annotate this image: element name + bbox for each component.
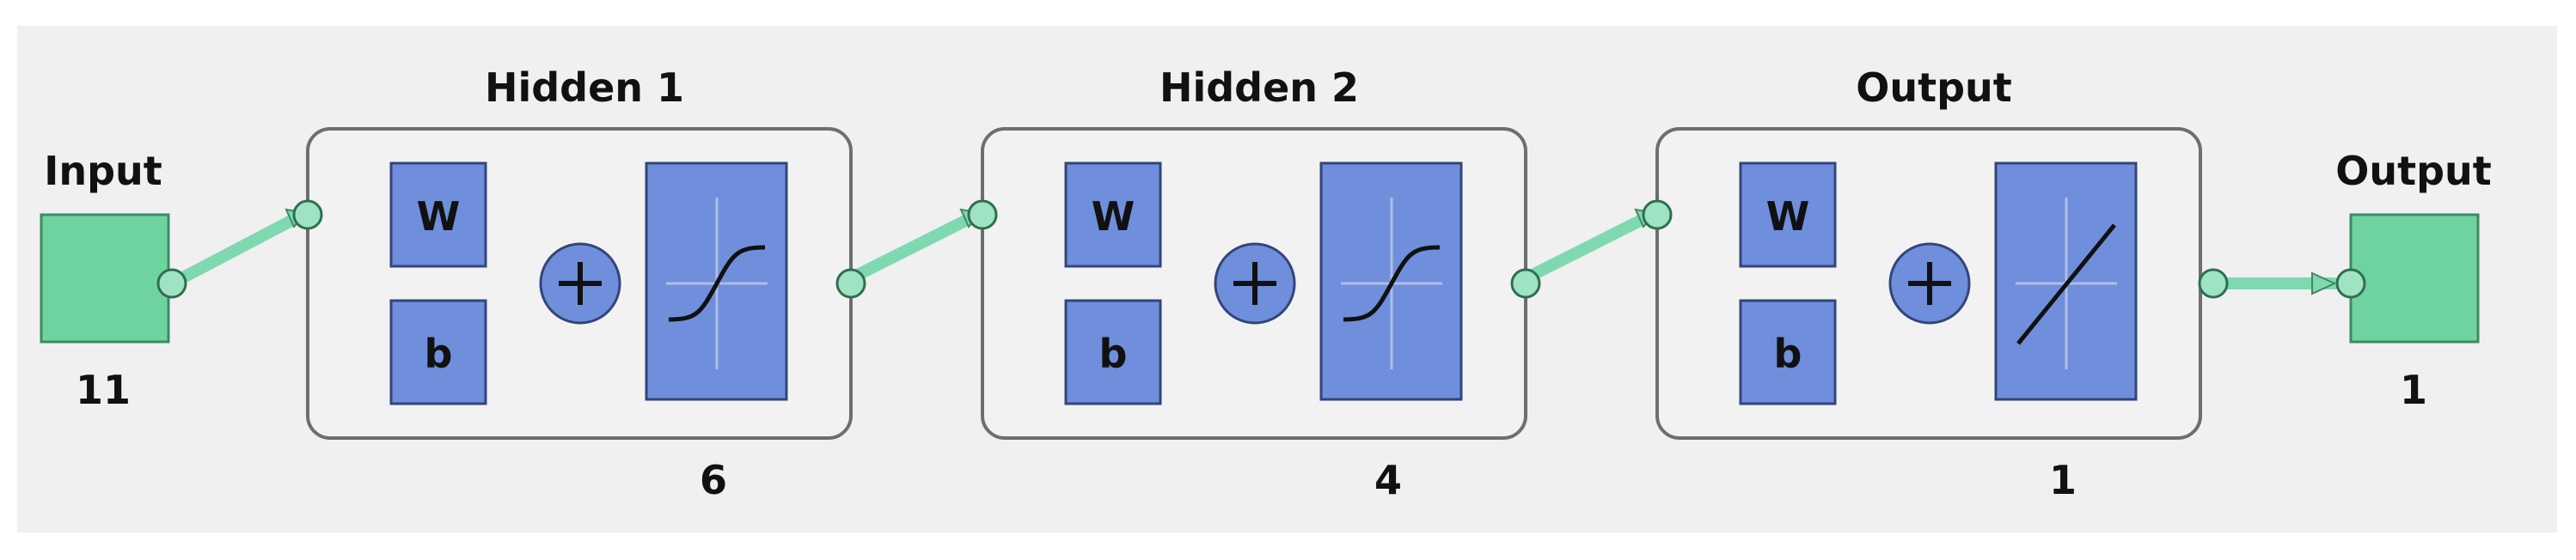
junction-node-icon (156, 268, 187, 299)
bias-block (1064, 299, 1162, 405)
layer-hidden-1: Hidden 1 W b 6 (306, 64, 853, 503)
summation-icon (1214, 242, 1296, 325)
output-label: Output (2335, 148, 2492, 194)
weight-label: W (417, 193, 461, 240)
junction-nodes (156, 199, 2366, 299)
weight-block (1739, 161, 1837, 268)
layer-title: Hidden 2 (1160, 64, 1359, 111)
weight-label: W (1766, 193, 1810, 240)
junction-node-icon (967, 199, 998, 230)
weight-block (389, 161, 487, 268)
bias-label: b (1774, 331, 1802, 377)
weight-label: W (1092, 193, 1135, 240)
junction-node-icon (1510, 268, 1541, 299)
purelin-transfer-icon (1994, 161, 2138, 401)
tansig-transfer-icon (1319, 161, 1463, 401)
layer-size: 6 (700, 457, 727, 503)
output-size: 1 (2400, 367, 2427, 413)
layer-size: 1 (2049, 457, 2077, 503)
layer-title: Output (1856, 64, 2012, 111)
junction-node-icon (2198, 268, 2229, 299)
input-size: 11 (76, 367, 131, 413)
weight-block (1064, 161, 1162, 268)
input-box (40, 213, 170, 344)
output-block: Output 1 (2335, 148, 2492, 413)
junction-node-icon (835, 268, 866, 299)
input-block: Input 11 (40, 148, 170, 413)
output-box (2349, 213, 2480, 344)
connector-hidden2-output (1509, 209, 1658, 289)
bias-label: b (1099, 331, 1128, 377)
connector-input-hidden1 (166, 209, 309, 289)
bias-label: b (425, 331, 453, 377)
tansig-transfer-icon (645, 161, 788, 401)
input-label: Input (44, 148, 162, 194)
layer-hidden-2: Hidden 2 W b 4 (981, 64, 1527, 503)
bias-block (1739, 299, 1837, 405)
summation-icon (539, 242, 621, 325)
bias-block (389, 299, 487, 405)
junction-node-icon (2335, 268, 2366, 299)
connector-hidden1-hidden2 (835, 209, 983, 289)
arrowhead-icon (2311, 271, 2337, 295)
layer-size: 4 (1374, 457, 1402, 503)
summation-icon (1888, 242, 1971, 325)
layer-output: Output W b 1 (1655, 64, 2202, 503)
junction-node-icon (1642, 199, 1673, 230)
junction-node-icon (292, 199, 323, 230)
layer-title: Hidden 1 (485, 64, 684, 111)
